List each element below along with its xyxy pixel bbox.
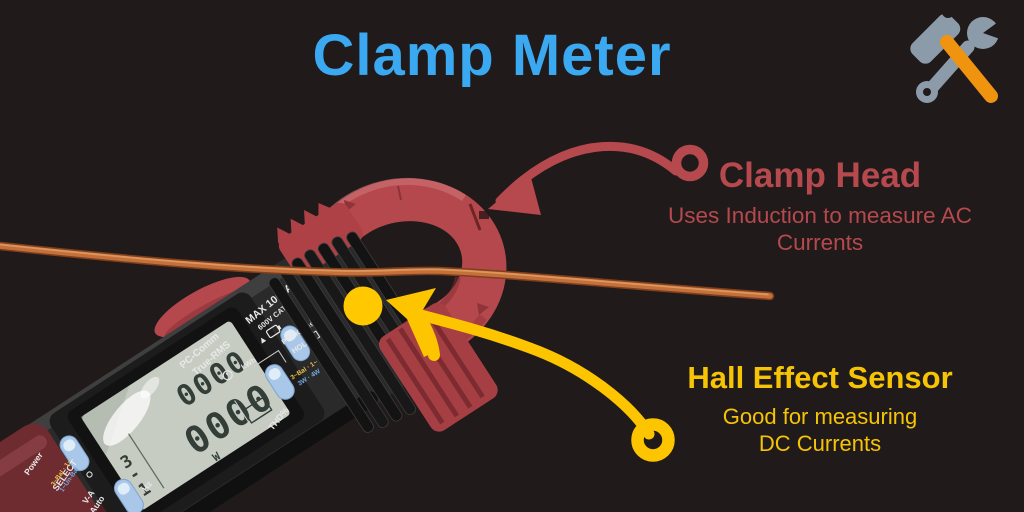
clock-icon [222, 370, 233, 381]
hall-sensor-arrow-loop [631, 418, 675, 462]
label-hz: Hz [140, 479, 154, 493]
hall-effect-annotation: Hall Effect Sensor Good for measuring DC… [640, 360, 1000, 458]
hall-effect-line1: Good for measuring [722, 404, 918, 429]
lcd-display: 0000 0000 3 - 1 W [49, 292, 325, 512]
page-title: Clamp Meter [312, 23, 672, 88]
clamp-head-arrowhead [488, 174, 541, 215]
clamp-head-arrow [488, 141, 709, 215]
hall-sensor-dot [343, 286, 383, 326]
tools-icon [910, 6, 1014, 103]
lower-jaw-fins [378, 302, 498, 432]
ring-jaw-seam [468, 203, 482, 231]
hall-sensor-arrow [386, 288, 675, 462]
clamp-head-arrow-loop [671, 144, 709, 182]
hall-effect-line2: DC Currents [758, 430, 882, 456]
hammer-icon [910, 6, 998, 103]
clamp-head-line1: Uses Induction to measure AC [668, 203, 972, 228]
rotary-switch [0, 423, 168, 512]
clamp-head-annotation: Clamp Head Uses Induction to measure AC … [640, 156, 1000, 257]
lcd-status-box [242, 396, 273, 424]
ring-jaw-notch [479, 211, 489, 219]
hall-effect-heading: Hall Effect Sensor [687, 360, 953, 395]
current-wire [0, 241, 775, 301]
lcd-glare [103, 390, 151, 446]
clamp-head-heading: Clamp Head [718, 156, 922, 195]
ring-mark-bottom [477, 303, 489, 315]
meter-buttons [59, 325, 311, 512]
clamp-head-line2: Currents [776, 230, 864, 256]
